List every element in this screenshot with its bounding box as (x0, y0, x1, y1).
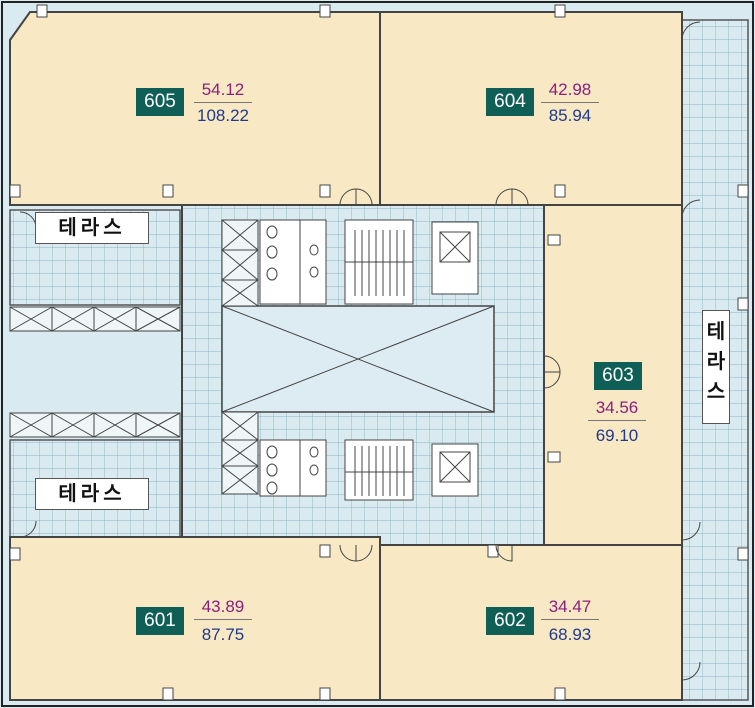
terrace-label-right-char-2: 라 (706, 351, 726, 373)
unit-603-number: 603 (594, 362, 642, 390)
stair-lower (344, 439, 414, 501)
truss-upper (9, 306, 181, 332)
truss-lower (9, 412, 181, 438)
unit-604-number: 604 (486, 88, 534, 116)
terrace-label-right-char-3: 스 (706, 381, 726, 403)
unit-603-exclusive-area: 34.56 (595, 398, 639, 417)
stair-upper (344, 219, 414, 305)
unit-605-supply-area: 108.22 (197, 106, 249, 125)
unit-604-supply-area: 85.94 (548, 106, 592, 125)
unit-601-supply-area: 87.75 (201, 625, 245, 644)
unit-605-number: 605 (136, 88, 184, 116)
unit-601-exclusive-area: 43.89 (201, 597, 245, 616)
unit-602-exclusive-area: 34.47 (548, 597, 592, 616)
elevator-lower (431, 443, 479, 497)
restroom-lower (259, 439, 327, 497)
unit-601-number: 601 (136, 607, 184, 635)
unit-605-divider (194, 102, 252, 103)
unit-604-divider (541, 102, 599, 103)
unit-604-exclusive-area: 42.98 (548, 80, 592, 99)
terrace-label-right-char-1: 테 (706, 321, 726, 343)
unit-601-area (9, 536, 381, 701)
unit-602-divider (541, 619, 599, 620)
unit-602-number: 602 (486, 607, 534, 635)
unit-603-divider (588, 420, 646, 421)
columns (9, 4, 749, 701)
elevator-upper (431, 221, 479, 295)
terrace-label-right: 테 라 스 (702, 310, 730, 424)
terrace-label-lower-left: 테라스 (35, 478, 149, 510)
unit-602-supply-area: 68.93 (548, 625, 592, 644)
unit-601-divider (194, 619, 252, 620)
central-void (221, 305, 495, 413)
terrace-label-upper-left: 테라스 (35, 212, 149, 244)
shaft-boxes (221, 219, 259, 495)
unit-605-exclusive-area: 54.12 (201, 80, 245, 99)
unit-603-supply-area: 69.10 (595, 426, 639, 445)
restroom-upper (259, 219, 327, 305)
